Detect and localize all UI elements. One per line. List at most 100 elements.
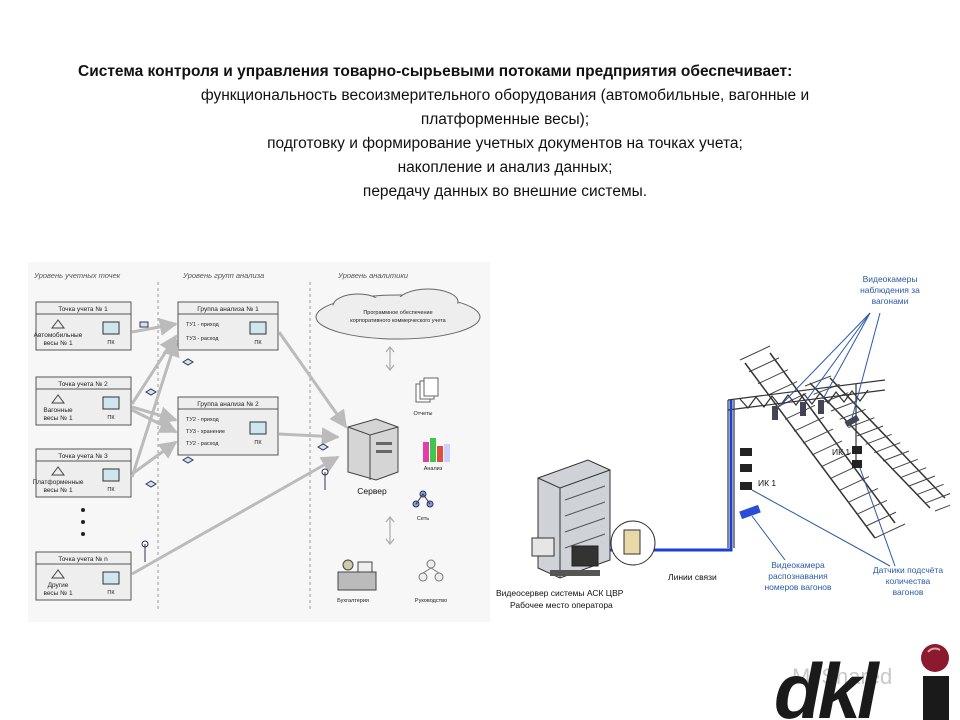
recog-camera-3: номеров вагонов — [764, 582, 832, 592]
level-label-analytics: Уровень аналитики — [337, 271, 409, 280]
scale-icon — [51, 394, 65, 404]
cameras-note-3: вагонами — [872, 296, 909, 306]
data-module-icons — [139, 321, 329, 488]
cloud-line-1: Программное обеспечение — [363, 310, 432, 316]
recog-camera-2: распознавания — [768, 571, 828, 581]
intro-text: Система контроля и управления товарно-сы… — [70, 60, 940, 204]
management-icon — [418, 559, 444, 582]
camera-server-unit-icon — [610, 520, 656, 566]
group-2-line-3: ТУ2 - расход — [186, 441, 219, 447]
accountant-icon — [337, 559, 377, 591]
sensors-note-1: Датчики подсчёта — [873, 565, 943, 575]
point-1-name1: Автомобильные — [34, 331, 83, 339]
point-3-title: Точка учета № 3 — [58, 453, 108, 460]
recog-camera-1: Видеокамера — [771, 560, 825, 570]
pc-icon — [102, 321, 120, 335]
ellipsis-dots — [81, 508, 85, 536]
scale-icon — [51, 466, 65, 476]
point-n-pc: ПК — [107, 590, 115, 596]
accounting-point-n: Точка учета № n Другие весы № 1 ПК — [35, 551, 132, 601]
railway-track — [744, 352, 946, 539]
point-2-pc: ПК — [107, 415, 115, 421]
intro-item-1: функциональность весоизмерительного обор… — [200, 87, 810, 104]
pc-icon — [102, 571, 120, 585]
logo-bar — [923, 676, 949, 720]
sensors-note-2: количества — [886, 576, 931, 586]
accounting-label: Бухгалтерия — [337, 598, 369, 604]
scale-icon — [51, 319, 65, 329]
ik-label-right: ИК 1 — [832, 447, 850, 457]
group-2-pc: ПК — [254, 440, 262, 446]
logo-text: dkl — [774, 647, 880, 720]
group-1-line-1: ТУ1 - приход — [186, 322, 220, 328]
recog-pointer-line — [751, 515, 786, 561]
network-icon — [412, 490, 434, 508]
point-n-name1: Другие — [48, 582, 69, 589]
intro-item-2: платформенные весы); — [420, 111, 590, 128]
server-icon — [347, 418, 399, 481]
pc-icon — [102, 468, 120, 482]
railway-sleepers — [739, 345, 950, 539]
group-2-line-1: ТУ2 - приход — [186, 417, 220, 423]
point-3-name2: весы № 1 — [43, 487, 73, 494]
analysis-label: Анализ — [424, 466, 443, 472]
reports-label: Отчеты — [413, 411, 432, 417]
accounting-network-diagram: Уровень учетных точек Уровень групп анал… — [28, 262, 490, 622]
sensors-pointer-lines — [751, 467, 896, 567]
point-1-title: Точка учета № 1 — [58, 306, 108, 313]
point-2-name1: Вагонные — [43, 407, 73, 414]
antenna-icon — [141, 468, 329, 562]
reports-icon — [415, 377, 439, 403]
group-1-title: Группа анализа № 1 — [197, 306, 259, 313]
wagon-counting-diagram: ИК 1 ИК 1 Линии связи Видеосервер систем… — [496, 274, 950, 610]
server-caption-2: Рабочее место оператора — [510, 600, 613, 610]
flow-arrows — [130, 318, 348, 576]
level-label-groups: Уровень групп анализа — [182, 271, 264, 280]
server-caption-1: Видеосервер системы АСК ЦВР — [496, 588, 624, 598]
pc-icon — [249, 321, 267, 335]
logo-watermark: MyShared — [792, 664, 892, 689]
group-1-pc: ПК — [254, 340, 262, 346]
accounting-point-1: Точка учета № 1 Автомобильные весы № 1 П… — [34, 301, 132, 351]
scale-icon — [51, 569, 65, 579]
cameras-note-2: наблюдения за — [860, 285, 920, 295]
point-2-title: Точка учета № 2 — [58, 381, 108, 388]
gantry-truss — [727, 379, 886, 548]
group-1-line-2: ТУ3 - расход — [186, 336, 219, 342]
intro-item-4: накопление и анализ данных; — [397, 159, 613, 176]
analysis-group-2: Группа анализа № 2 ТУ2 - приход ТУ3 - хр… — [177, 396, 279, 456]
ik-label-left: ИК 1 — [758, 478, 776, 488]
level-label-points: Уровень учетных точек — [33, 271, 121, 280]
dkl-logo: MyShared dkl — [774, 644, 949, 720]
vertical-arrows — [385, 346, 395, 545]
point-n-name2: весы № 1 — [43, 590, 73, 597]
point-n-title: Точка учета № n — [58, 556, 108, 563]
accounting-point-3: Точка учета № 3 Платформенные весы № 1 П… — [32, 448, 132, 498]
management-label: Руководство — [415, 598, 447, 604]
intro-item-5: передачу данных во внешние системы. — [362, 183, 648, 200]
analysis-chart-icon — [423, 438, 450, 462]
cameras-pointer-lines — [779, 312, 881, 419]
intro-item-3: подготовку и формирование учетных докуме… — [267, 135, 743, 152]
pc-icon — [249, 421, 267, 435]
cameras-note-1: Видеокамеры — [863, 274, 918, 284]
accounting-point-2: Точка учета № 2 Вагонные весы № 1 ПК — [35, 376, 132, 426]
recognition-camera-icon — [739, 504, 761, 520]
point-3-name1: Платформенные — [32, 479, 83, 486]
point-1-name2: весы № 1 — [43, 340, 73, 347]
pc-icon — [102, 396, 120, 410]
communication-line — [590, 400, 733, 552]
group-2-title: Группа анализа № 2 — [197, 401, 259, 408]
point-3-pc: ПК — [107, 487, 115, 493]
analysis-group-1: Группа анализа № 1 ТУ1 - приход ТУ3 - ра… — [177, 301, 279, 351]
point-2-name2: весы № 1 — [43, 415, 73, 422]
sensors-note-3: вагонов — [893, 587, 924, 597]
corporate-software-cloud: Программное обеспечение корпоративного к… — [315, 288, 481, 340]
point-1-pc: ПК — [107, 340, 115, 346]
link-label: Линии связи — [668, 572, 717, 582]
ik-sensor-icons — [740, 446, 862, 490]
cloud-line-2: корпоративного коммерческого учета — [350, 318, 446, 324]
server-label: Сервер — [357, 486, 387, 496]
group-2-line-2: ТУ3 - хранение — [186, 429, 225, 435]
observation-camera-icons — [772, 400, 860, 428]
